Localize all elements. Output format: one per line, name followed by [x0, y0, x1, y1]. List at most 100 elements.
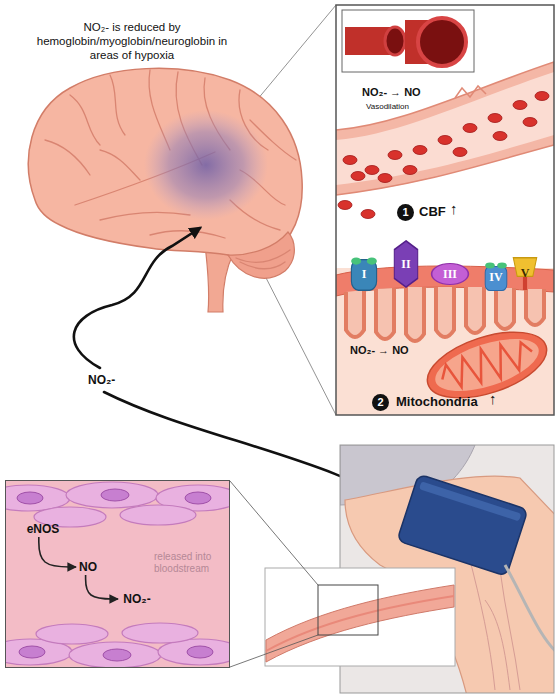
complex-iv-shape — [497, 263, 507, 269]
brain-illustration — [45, 70, 296, 269]
molecule-label-text: NO — [79, 560, 97, 574]
vessel-cross-section — [342, 10, 474, 72]
inset-panel: released into bloodstream eNOS NO NO₂- — [5, 480, 230, 668]
transport-arrow — [74, 228, 200, 368]
mitochondrion — [437, 334, 537, 395]
blood-vessel — [336, 62, 554, 195]
red-blood-cell — [378, 174, 392, 183]
endothelium-illustration — [5, 482, 230, 668]
brain-illustration — [236, 250, 290, 262]
mitochondrial-membrane — [496, 288, 514, 329]
reaction-label: NO₂- → NO — [362, 86, 421, 98]
inset-panel — [336, 10, 554, 415]
endothelium-illustration — [36, 624, 108, 644]
vessel-segment — [266, 585, 454, 662]
arm-cuff-illustration — [397, 474, 528, 576]
complex-iv: IV — [484, 262, 508, 292]
increase-arrow: ↑ — [489, 390, 497, 407]
flow-arrow — [86, 575, 118, 599]
brain-illustration — [100, 150, 140, 180]
red-blood-cell — [513, 101, 527, 110]
endothelium-illustration — [187, 646, 213, 658]
brain-illustration — [28, 68, 302, 260]
complex-v: V — [512, 256, 538, 290]
complex-iv-shape — [485, 267, 507, 291]
complex-ii-text: II — [401, 258, 410, 270]
enzyme-label-text: eNOS — [27, 522, 60, 536]
complex-ii-shape — [394, 241, 417, 287]
endothelium-illustration — [17, 492, 43, 504]
inset-panel-text: released into bloodstream — [154, 551, 228, 575]
brain-illustration — [240, 262, 285, 269]
vessel-segment — [318, 585, 378, 635]
increase-arrow: ↑ — [450, 200, 458, 217]
molecule-label: NO — [76, 559, 100, 575]
red-blood-cell — [338, 92, 549, 219]
endothelium-illustration — [185, 492, 211, 504]
complex-i-text: I — [362, 268, 367, 280]
red-blood-cell — [523, 118, 537, 127]
brain-illustration — [100, 212, 190, 220]
mitochondrial-membrane — [346, 290, 364, 337]
complex-iv-text: IV — [489, 271, 502, 283]
red-blood-cell — [388, 151, 402, 160]
complex-iii-shape — [432, 263, 469, 284]
endothelium-illustration — [0, 480, 242, 668]
callout-number: 1 — [397, 204, 414, 221]
arm-cuff-illustration — [397, 474, 528, 576]
complex-i-shape — [367, 257, 377, 264]
endothelium-illustration — [101, 489, 129, 501]
arm-cuff-illustration — [419, 481, 521, 521]
complex-iii: III — [430, 262, 470, 286]
red-blood-cell — [453, 148, 467, 157]
endothelium-illustration — [19, 646, 45, 658]
vessel-segment — [265, 568, 455, 666]
callout-number: 2 — [372, 394, 389, 411]
molecule-label-text: NO₂- — [123, 592, 150, 606]
blood-vessel — [336, 62, 554, 195]
brain-illustration — [28, 68, 302, 312]
red-blood-cell — [351, 172, 365, 181]
reaction-label: NO₂- → NO — [350, 344, 409, 356]
red-blood-cell — [438, 136, 452, 145]
mitochondrial-membrane — [406, 287, 424, 341]
inset-panel — [336, 5, 555, 415]
vessel-segment — [230, 481, 318, 585]
figure-title: NO₂- is reduced by hemoglobin/myoglobin/… — [22, 20, 242, 62]
inset-panel — [336, 5, 554, 415]
brain-illustration — [45, 140, 90, 175]
endothelium-illustration — [120, 505, 196, 525]
vessel-cross-section — [342, 10, 474, 72]
inset-panel — [336, 5, 554, 415]
blood-vessel — [336, 72, 554, 185]
endothelium-illustration — [122, 623, 198, 643]
red-blood-cell — [488, 114, 502, 123]
enzyme-label: eNOS — [22, 521, 64, 537]
vessel-cross-section — [418, 18, 466, 66]
red-blood-cell — [493, 132, 507, 141]
mitochondrion — [429, 328, 545, 401]
vessel-segment — [266, 596, 454, 651]
red-blood-cell — [361, 210, 375, 219]
arm-cuff-illustration — [505, 565, 554, 655]
outcome-label: CBF — [419, 204, 446, 219]
flow-arrow — [39, 537, 76, 567]
callout-number-text: 2 — [377, 397, 383, 408]
complex-iv-shape — [485, 263, 495, 269]
complex-v-text: V — [521, 267, 530, 279]
red-blood-cell — [535, 92, 549, 101]
endothelium-illustration — [69, 642, 161, 668]
complex-iii-text: III — [443, 268, 457, 280]
complex-i: I — [350, 256, 378, 292]
red-blood-cell — [338, 201, 352, 210]
red-blood-cell — [343, 156, 357, 165]
complex-i-shape — [351, 257, 361, 264]
mitochondrial-membrane — [466, 287, 484, 333]
mitochondrial-membrane — [526, 289, 544, 325]
callout-number-text: 1 — [402, 207, 408, 218]
red-blood-cell — [403, 166, 417, 175]
